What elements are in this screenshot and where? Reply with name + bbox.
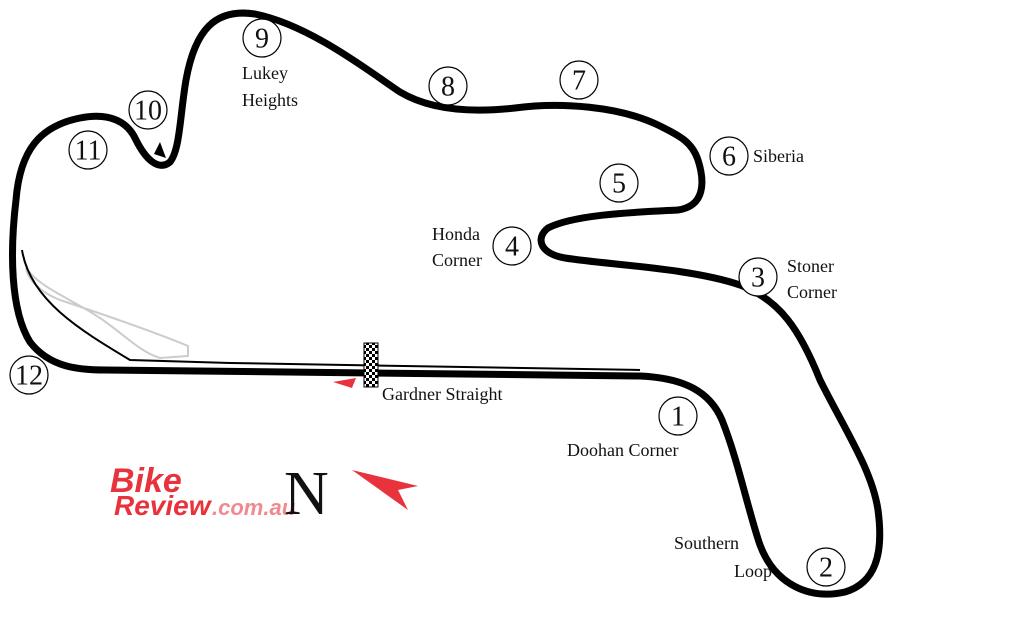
- label-siberia: Siberia: [753, 146, 804, 166]
- svg-text:3: 3: [751, 263, 765, 294]
- corner-2: 2: [806, 547, 846, 587]
- corner-9: 9: [242, 18, 282, 58]
- direction-arrow-small: [154, 142, 166, 158]
- label-southern-line2: Loop: [734, 561, 772, 581]
- corner-5: 5: [599, 163, 639, 203]
- label-gardner-straight: Gardner Straight: [382, 384, 502, 404]
- corner-8: 8: [428, 66, 468, 106]
- start-direction-marker: [333, 378, 356, 388]
- compass-arrow-icon: [352, 470, 418, 510]
- label-stoner-line1: Stoner: [787, 256, 834, 276]
- corner-1: 1: [658, 396, 698, 436]
- svg-text:7: 7: [572, 66, 586, 97]
- svg-text:9: 9: [255, 24, 269, 55]
- corner-10: 10: [128, 90, 168, 130]
- svg-text:.com.au: .com.au: [212, 495, 296, 520]
- watermark-logo: Bike Review .com.au: [110, 462, 296, 521]
- svg-text:2: 2: [819, 553, 833, 584]
- svg-text:12: 12: [15, 361, 43, 392]
- svg-text:Bike: Bike: [110, 462, 182, 500]
- label-lukey-line1: Lukey: [242, 63, 288, 83]
- corner-12: 12: [9, 355, 49, 395]
- label-doohan-corner: Doohan Corner: [567, 440, 678, 460]
- pit-lane: [25, 267, 189, 360]
- compass-north-label: N: [284, 460, 329, 528]
- svg-text:11: 11: [75, 136, 102, 167]
- svg-text:Review: Review: [114, 490, 213, 521]
- svg-text:8: 8: [441, 72, 455, 103]
- svg-text:4: 4: [505, 232, 519, 263]
- start-finish-line: [363, 342, 379, 388]
- label-southern-line1: Southern: [674, 533, 739, 553]
- corner-4: 4: [492, 226, 532, 266]
- label-honda-line1: Honda: [432, 224, 480, 244]
- track-outline: [9, 9, 884, 598]
- label-honda-line2: Corner: [432, 250, 482, 270]
- corner-6: 6: [709, 136, 749, 176]
- svg-text:5: 5: [612, 169, 626, 200]
- label-lukey-line2: Heights: [242, 90, 298, 110]
- pit-wall-line: [21, 249, 641, 371]
- corner-7: 7: [559, 60, 599, 100]
- svg-text:1: 1: [671, 402, 685, 433]
- svg-text:10: 10: [134, 96, 162, 127]
- corner-3: 3: [738, 257, 778, 297]
- corner-11: 11: [68, 130, 108, 170]
- label-stoner-line2: Corner: [787, 282, 837, 302]
- svg-text:6: 6: [722, 142, 736, 173]
